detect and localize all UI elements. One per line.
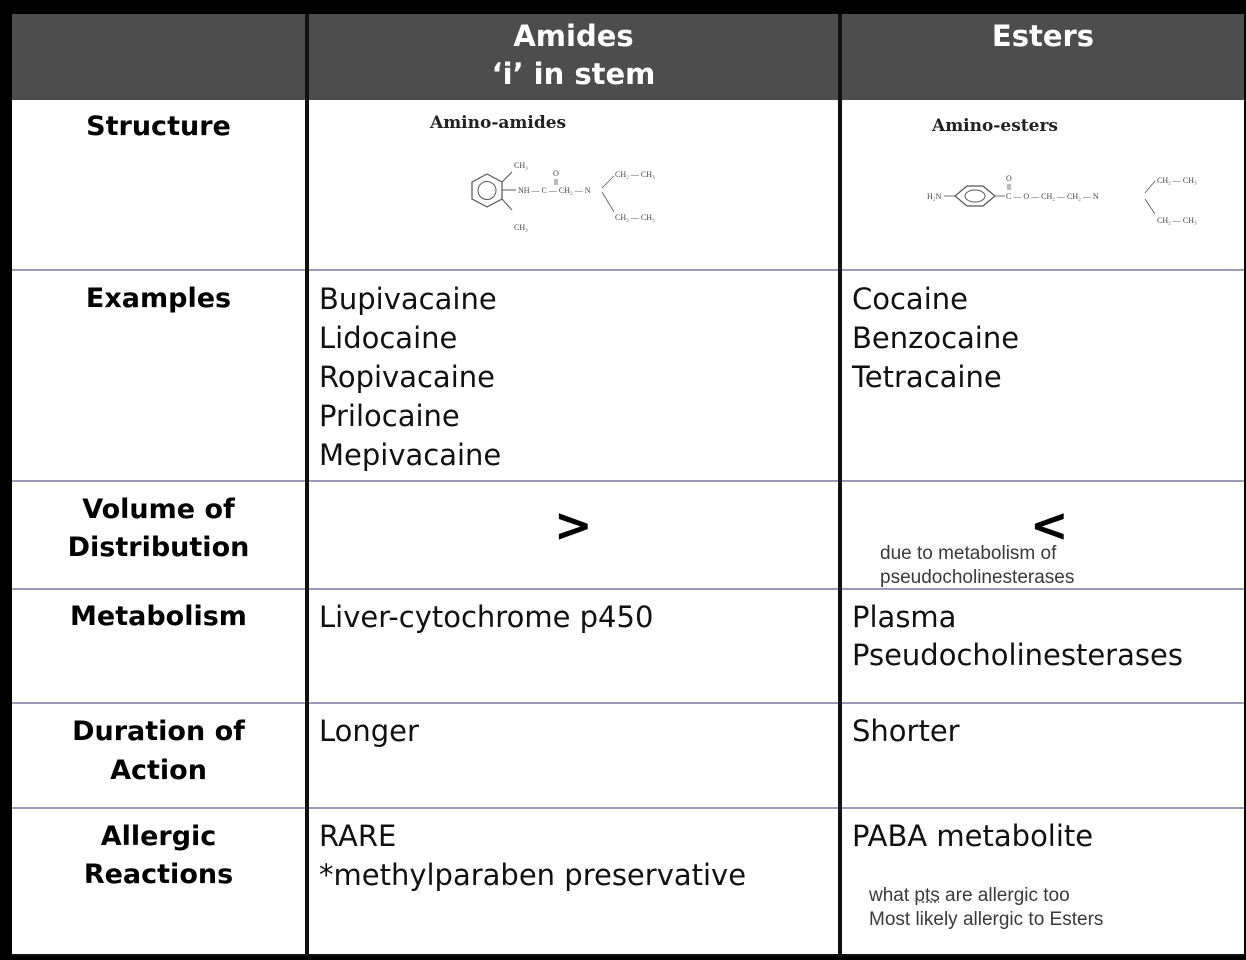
ester-volume-note: due to metabolism of pseudocholinesteras… — [880, 543, 1075, 588]
ester-less-than-symbol: < — [1030, 498, 1069, 552]
list-item: Cocaine — [852, 282, 968, 316]
amide-duration: Longer — [319, 714, 419, 748]
list-item: Tetracaine — [852, 360, 1002, 394]
svg-text:H₂N: H₂N — [927, 192, 942, 201]
comparison-table: Amides ‘i’ in stem Esters Structure Amin… — [12, 14, 1244, 956]
svg-text:C — O — CH₂ — CH₂ — N: C — O — CH₂ — CH₂ — N — [1006, 192, 1099, 201]
amino-amides-title: Amino-amides — [430, 113, 567, 133]
amide-metabolism: Liver-cytochrome p450 — [319, 600, 654, 634]
ester-metabolism: Plasma Pseudocholinesterases — [852, 600, 1183, 672]
amino-esters-title: Amino-esters — [932, 116, 1058, 136]
ester-allergic: PABA metabolite — [852, 819, 1094, 853]
header-esters: Esters — [842, 14, 1244, 100]
svg-text:CH₂ — CH₃: CH₂ — CH₃ — [615, 213, 655, 222]
ester-duration: Shorter — [852, 714, 960, 748]
ester-examples-list: Cocaine Benzocaine Tetracaine — [842, 280, 1244, 397]
amino-ester-structure-diagram: H₂N C — O — CH₂ — CH₂ — N O CH₂ — CH₃ CH… — [927, 174, 1197, 225]
row-divider — [12, 269, 1244, 271]
svg-text:NH — C — CH₂ — N: NH — C — CH₂ — N — [518, 186, 591, 195]
row-divider — [12, 480, 1244, 482]
amide-greater-than-symbol: > — [554, 498, 593, 552]
table-bottom-line — [12, 954, 1244, 956]
svg-text:CH₂ — CH₃: CH₂ — CH₃ — [615, 170, 655, 179]
row-label-examples: Examples — [85, 283, 232, 314]
list-item: Benzocaine — [852, 321, 1020, 355]
row-label-metabolism: Metabolism — [70, 601, 247, 632]
svg-text:CH₂ — CH₃: CH₂ — CH₃ — [1157, 216, 1197, 225]
row-label-duration-of-action: Duration of Action — [72, 716, 245, 786]
amide-allergic: RARE *methylparaben preservative — [319, 819, 747, 892]
list-item: Lidocaine — [319, 321, 458, 355]
header-amides-title: Amides — [513, 19, 634, 53]
row-divider — [12, 588, 1244, 590]
row-divider — [12, 807, 1244, 809]
row-label-allergic-reactions: Allergic Reactions — [83, 821, 234, 890]
row-divider — [12, 702, 1244, 704]
svg-text:CH₂ — CH₃: CH₂ — CH₃ — [1157, 176, 1197, 185]
svg-text:O: O — [553, 169, 559, 178]
svg-text:CH₃: CH₃ — [514, 223, 528, 232]
list-item: Ropivacaine — [319, 360, 495, 394]
amide-examples-list: Bupivacaine Lidocaine Ropivacaine Priloc… — [309, 280, 838, 475]
row-label-volume-of-distribution: Volume of Distribution — [67, 494, 250, 563]
column-divider — [305, 14, 309, 956]
list-item: Prilocaine — [319, 399, 460, 433]
header-amides-subtitle: ‘i’ in stem — [491, 57, 656, 91]
header-empty-cell — [12, 14, 305, 100]
ester-allergic-note: what pts are allergic too Most likely al… — [869, 885, 1104, 930]
column-divider — [838, 14, 842, 956]
svg-text:O: O — [1006, 174, 1012, 183]
header-amides: Amides ‘i’ in stem — [309, 14, 838, 100]
svg-text:CH₃: CH₃ — [514, 161, 528, 170]
list-item: Mepivacaine — [319, 438, 502, 472]
list-item: Bupivacaine — [319, 282, 497, 316]
header-esters-title: Esters — [991, 19, 1095, 53]
amino-amide-structure-diagram: CH₃ CH₃ NH — C — CH₂ — N O CH₂ — CH₃ CH₂… — [471, 161, 655, 232]
row-label-structure: Structure — [86, 111, 231, 142]
